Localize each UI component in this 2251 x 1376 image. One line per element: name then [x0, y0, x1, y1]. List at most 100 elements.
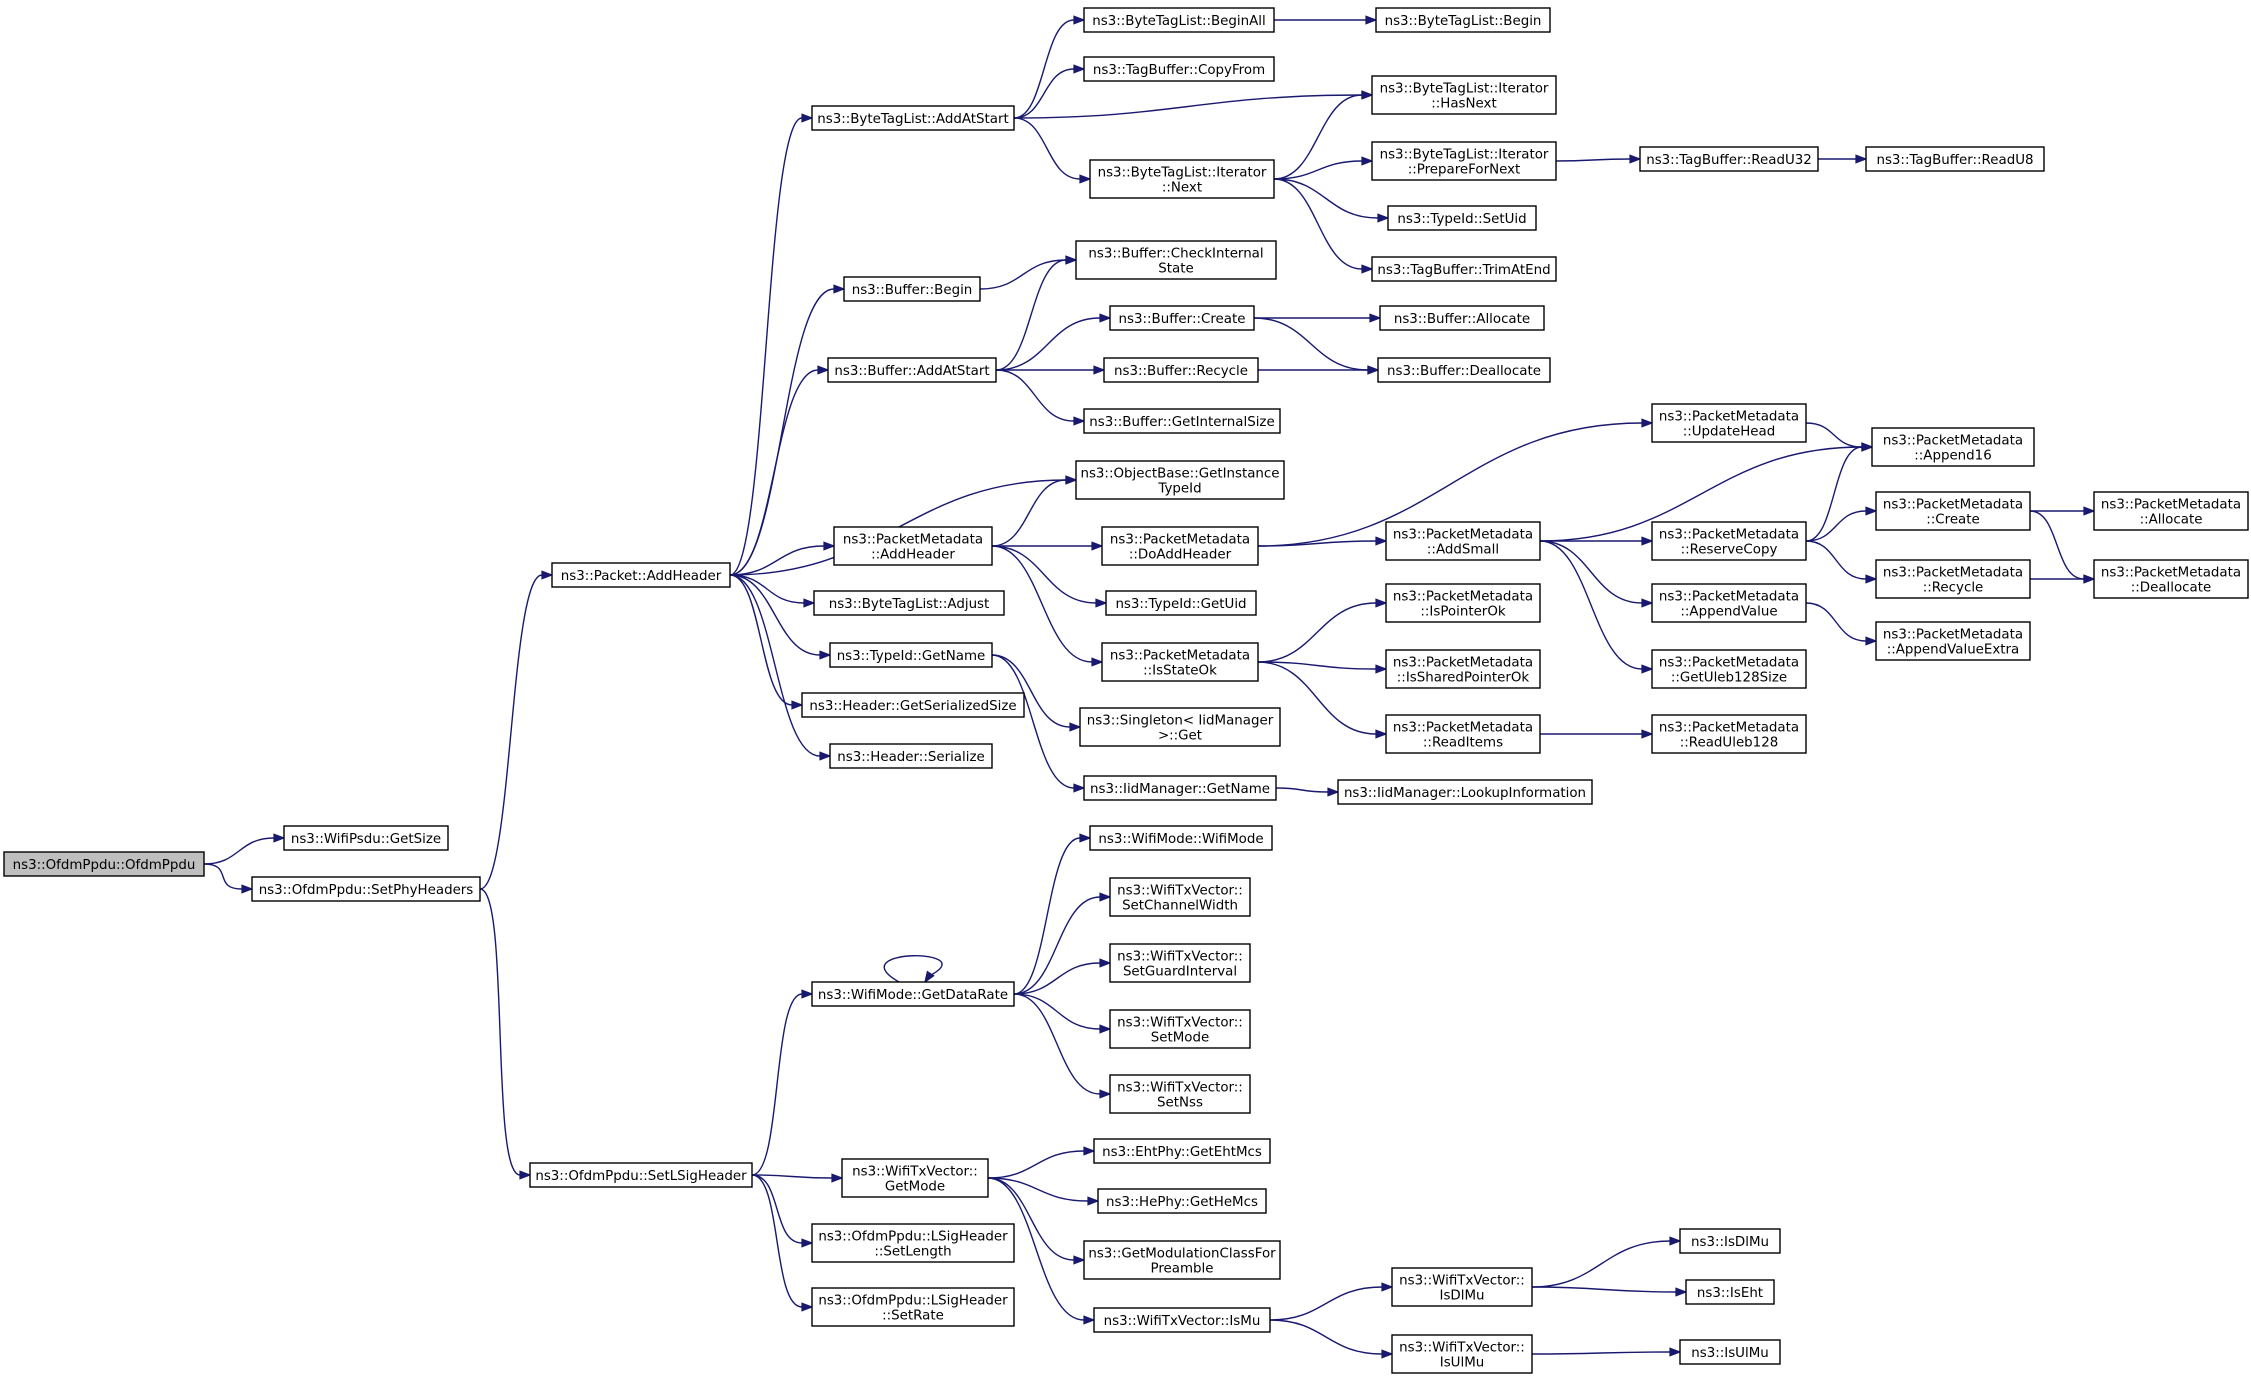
call-edge-setlsig-to-lsig_setlength: [751, 1174, 814, 1248]
node-isdlmu[interactable]: ns3::IsDlMu: [1679, 1228, 1781, 1254]
node-wpsdu_getsize[interactable]: ns3::WifiPsdu::GetSize: [283, 825, 449, 851]
node-btli_hasnext[interactable]: ns3::ByteTagList::Iterator::HasNext: [1371, 75, 1557, 115]
node-box: [829, 743, 993, 769]
node-pm_allocate[interactable]: ns3::PacketMetadata::Allocate: [2093, 491, 2249, 531]
call-edge-pm_doaddheader-to-pm_updatehead: [1257, 418, 1654, 547]
node-singleton_get[interactable]: ns3::Singleton< IidManager>::Get: [1079, 707, 1281, 747]
node-lsig_setlength[interactable]: ns3::OfdmPpdu::LSigHeader::SetLength: [811, 1223, 1015, 1263]
node-setphyheaders[interactable]: ns3::OfdmPpdu::SetPhyHeaders: [251, 876, 481, 902]
node-box: [1391, 1334, 1533, 1374]
node-pm_reservecopy[interactable]: ns3::PacketMetadata::ReserveCopy: [1651, 521, 1807, 561]
node-box: [1371, 141, 1557, 181]
call-edge-buf_create-to-buf_allocate: [1254, 313, 1382, 323]
node-label: ns3::PacketMetadata: [1393, 656, 1533, 671]
nodes-layer: ns3::OfdmPpdu::OfdmPpdu ns3::WifiPsdu::Ge…: [3, 7, 2249, 1374]
arrow-head: [1381, 1282, 1394, 1292]
node-buf_create[interactable]: ns3::Buffer::Create: [1109, 305, 1255, 331]
node-pm_append16[interactable]: ns3::PacketMetadata::Append16: [1871, 427, 2035, 467]
node-box: [1651, 403, 1807, 443]
node-label: ns3::WifiTxVector::: [1399, 1341, 1525, 1356]
node-lsig_setrate[interactable]: ns3::OfdmPpdu::LSigHeader::SetRate: [811, 1287, 1015, 1327]
node-isulmu[interactable]: ns3::IsUlMu: [1679, 1339, 1781, 1365]
node-pm_recycle[interactable]: ns3::PacketMetadata::Recycle: [1875, 559, 2031, 599]
node-pm_updatehead[interactable]: ns3::PacketMetadata::UpdateHead: [1651, 403, 1807, 443]
node-iid_getname[interactable]: ns3::IidManager::GetName: [1083, 775, 1277, 801]
node-box: [1387, 205, 1537, 231]
arrow-head: [1327, 787, 1340, 797]
node-txv_getmode[interactable]: ns3::WifiTxVector::GetMode: [841, 1158, 989, 1198]
node-label: ::AddHeader: [871, 548, 955, 563]
call-edge-wm_getdatarate-to-txv_setmode: [1013, 993, 1112, 1034]
call-edge-txv_ismu-to-txv_isulmu: [1269, 1319, 1394, 1359]
node-wm_getdatarate[interactable]: ns3::WifiMode::GetDataRate: [811, 981, 1015, 1007]
node-txv_isulmu[interactable]: ns3::WifiTxVector::IsUlMu: [1391, 1334, 1533, 1374]
node-pm_doaddheader[interactable]: ns3::PacketMetadata::DoAddHeader: [1101, 526, 1259, 566]
node-btli_next[interactable]: ns3::ByteTagList::Iterator::Next: [1089, 159, 1275, 199]
node-buf_begin[interactable]: ns3::Buffer::Begin: [843, 276, 981, 302]
node-buf_addatstart[interactable]: ns3::Buffer::AddAtStart: [827, 357, 997, 383]
node-tid_getname[interactable]: ns3::TypeId::GetName: [829, 642, 993, 668]
node-pm_issharedpointerok[interactable]: ns3::PacketMetadata::IsSharedPointerOk: [1385, 649, 1541, 689]
node-pm_isstateok[interactable]: ns3::PacketMetadata::IsStateOk: [1101, 642, 1259, 682]
node-buf_deallocate[interactable]: ns3::Buffer::Deallocate: [1377, 357, 1551, 383]
node-hdr_serialize[interactable]: ns3::Header::Serialize: [829, 743, 993, 769]
node-txv_setchwidth[interactable]: ns3::WifiTxVector::SetChannelWidth: [1109, 877, 1251, 917]
node-txv_ismu[interactable]: ns3::WifiTxVector::IsMu: [1093, 1307, 1271, 1333]
call-edge-btli_next-to-tb_trimatend: [1273, 178, 1374, 274]
node-root[interactable]: ns3::OfdmPpdu::OfdmPpdu: [3, 851, 205, 877]
call-edge-wm_getdatarate-to-txv_setnss: [1013, 993, 1112, 1099]
node-box: [1391, 1267, 1533, 1307]
node-tb_readu8[interactable]: ns3::TagBuffer::ReadU8: [1865, 146, 2045, 172]
node-eht_getehtmcs[interactable]: ns3::EhtPhy::GetEhtMcs: [1093, 1138, 1271, 1164]
node-pm_readuleb128[interactable]: ns3::PacketMetadata::ReadUleb128: [1651, 714, 1807, 754]
edge-line: [729, 117, 803, 576]
node-btl_beginall[interactable]: ns3::ByteTagList::BeginAll: [1083, 7, 1275, 33]
node-txv_setmode[interactable]: ns3::WifiTxVector::SetMode: [1109, 1009, 1251, 1049]
node-setlsig[interactable]: ns3::OfdmPpdu::SetLSigHeader: [529, 1162, 753, 1188]
node-pm_appendvalueextra[interactable]: ns3::PacketMetadata::AppendValueExtra: [1875, 621, 2031, 661]
node-label: ::UpdateHead: [1683, 425, 1776, 440]
node-btl_begin[interactable]: ns3::ByteTagList::Begin: [1375, 7, 1551, 33]
edge-line: [1257, 422, 1643, 547]
node-addheader[interactable]: ns3::Packet::AddHeader: [551, 562, 731, 588]
node-wm_wifimode[interactable]: ns3::WifiMode::WifiMode: [1089, 825, 1273, 851]
call-edge-pm_reservecopy-to-pm_append16: [1805, 442, 1874, 542]
node-hdr_getsersize[interactable]: ns3::Header::GetSerializedSize: [801, 692, 1025, 718]
node-box: [2093, 559, 2249, 599]
node-buf_getinternalsize[interactable]: ns3::Buffer::GetInternalSize: [1083, 408, 1281, 434]
arrow-head: [801, 989, 814, 999]
node-txv_setnss[interactable]: ns3::WifiTxVector::SetNss: [1109, 1074, 1251, 1114]
node-pm_create[interactable]: ns3::PacketMetadata::Create: [1875, 491, 2031, 531]
node-btl_adjust[interactable]: ns3::ByteTagList::Adjust: [813, 590, 1005, 616]
node-he_gethemcs[interactable]: ns3::HePhy::GetHeMcs: [1097, 1188, 1267, 1214]
node-label: ns3::PacketMetadata: [1393, 528, 1533, 543]
node-tid_setuid[interactable]: ns3::TypeId::SetUid: [1387, 205, 1537, 231]
node-buf_recycle[interactable]: ns3::Buffer::Recycle: [1103, 357, 1259, 383]
node-txv_isdlmu[interactable]: ns3::WifiTxVector::IsDlMu: [1391, 1267, 1533, 1307]
node-pm_readitems[interactable]: ns3::PacketMetadata::ReadItems: [1385, 714, 1541, 754]
node-tid_getuid[interactable]: ns3::TypeId::GetUid: [1105, 590, 1257, 616]
node-buf_allocate[interactable]: ns3::Buffer::Allocate: [1379, 305, 1545, 331]
edges-layer: [203, 15, 2096, 1359]
node-btl_addatstart[interactable]: ns3::ByteTagList::AddAtStart: [811, 105, 1015, 131]
node-label: ns3::Buffer::CheckInternal: [1088, 247, 1263, 262]
node-box: [1375, 7, 1551, 33]
node-txv_setgi[interactable]: ns3::WifiTxVector::SetGuardInterval: [1109, 943, 1251, 983]
node-pm_getuleb128size[interactable]: ns3::PacketMetadata::GetUleb128Size: [1651, 649, 1807, 689]
node-pm_appendvalue[interactable]: ns3::PacketMetadata::AppendValue: [1651, 583, 1807, 623]
arrow-head: [791, 700, 804, 710]
node-tb_readu32[interactable]: ns3::TagBuffer::ReadU32: [1639, 146, 1819, 172]
edge-line: [1273, 178, 1363, 270]
node-tb_copyfrom[interactable]: ns3::TagBuffer::CopyFrom: [1083, 56, 1275, 82]
node-pm_ispointerok[interactable]: ns3::PacketMetadata::IsPointerOk: [1385, 583, 1541, 623]
node-iid_lookupinfo[interactable]: ns3::IidManager::LookupInformation: [1337, 779, 1593, 805]
node-pm_deallocate[interactable]: ns3::PacketMetadata::Deallocate: [2093, 559, 2249, 599]
node-pm_addsmall[interactable]: ns3::PacketMetadata::AddSmall: [1385, 521, 1541, 561]
node-pm_addheader[interactable]: ns3::PacketMetadata::AddHeader: [833, 526, 993, 566]
node-btli_preparefornext[interactable]: ns3::ByteTagList::Iterator::PrepareForNe…: [1371, 141, 1557, 181]
node-tb_trimatend[interactable]: ns3::TagBuffer::TrimAtEnd: [1371, 256, 1557, 282]
node-iseht[interactable]: ns3::IsEht: [1685, 1279, 1775, 1305]
